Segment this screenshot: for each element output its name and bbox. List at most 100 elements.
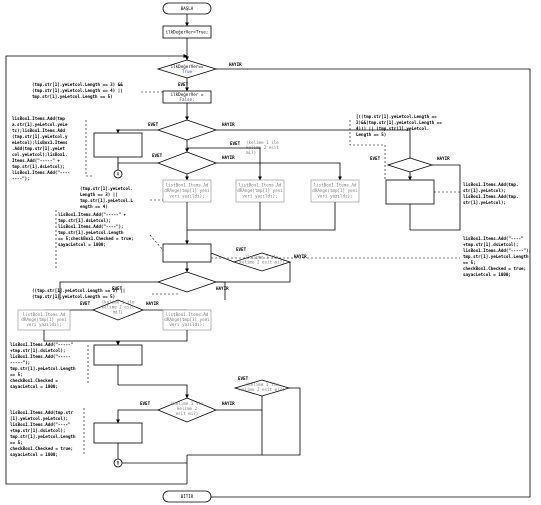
svg-text:HAYIR: HAYIR: [222, 401, 235, 406]
add-box-4: listBox1.Items.Ad dRAnge(tmp[1] yeni ver…: [17, 309, 71, 331]
svg-text:(kelime 1 ile: (kelime 1 ile: [246, 140, 279, 145]
bottom-action-box: B: [93, 422, 188, 484]
svg-text:tmp.str[1].dsLetcol);: tmp.str[1].dsLetcol);: [58, 218, 111, 223]
svg-text:eLetcol);lisBox1.Items: eLetcol);lisBox1.Items: [12, 140, 68, 145]
mid-action-box: [162, 243, 212, 263]
svg-text:dRAnge(tmp[1] yeni: dRAnge(tmp[1] yeni: [312, 188, 358, 193]
svg-text:BİTİR: BİTİR: [181, 494, 194, 499]
svg-text:+tmp.str[1].dsLetcol);: +tmp.str[1].dsLetcol);: [10, 348, 65, 353]
svg-text:HAYIR: HAYIR: [437, 156, 450, 161]
svg-text:kelime 2: kelime 2: [177, 406, 198, 411]
set-false-box: ilkDeğerVer = False;: [162, 90, 212, 104]
svg-text:lisBox1.Items.Add("-----");: lisBox1.Items.Add("-----");: [463, 248, 531, 253]
cond-bottom-edges: [116, 387, 301, 456]
note-right-box2: lisBox1.Items.Add("----" +tmp.str[1].dsL…: [211, 236, 531, 277]
svg-text:HAYIR: HAYIR: [146, 301, 159, 306]
svg-text:kelime 2 esit: kelime 2 esit: [246, 145, 279, 150]
svg-text:(tmp.str[1].yeLetcol.: (tmp.str[1].yeLetcol.: [80, 186, 133, 191]
svg-text:lisBox1.Items.Add("----");: lisBox1.Items.Add("----");: [58, 224, 124, 229]
svg-text:Length == 3) ||: Length == 3) ||: [80, 192, 118, 197]
svg-text:.Add(tmp.str[1].yeLet: .Add(tmp.str[1].yeLet: [12, 146, 65, 151]
add-box-2: listBox1.Items.Ad dRAnge(tmp[1] yeni ver…: [235, 179, 285, 203]
svg-text:listBox1.Items.Ad: listBox1.Items.Ad: [166, 183, 209, 188]
svg-text:EVET: EVET: [80, 301, 91, 306]
svg-text:sayacLetcol = 1000;: sayacLetcol = 1000;: [10, 384, 58, 389]
svg-text:tmp.str[1].yeLetcol.Length ==: tmp.str[1].yeLetcol.Length == 5): [32, 94, 113, 99]
svg-text:checkBox1.Checked =: checkBox1.Checked =: [10, 378, 58, 383]
svg-text:ilkDeğerVer=True;: ilkDeğerVer=True;: [166, 30, 209, 35]
svg-text:ilkDeğerVer==: ilkDeğerVer==: [171, 64, 204, 69]
svg-text:== 5;: == 5;: [10, 372, 23, 377]
svg-text:== 5;checkBox1.Checked = true;: == 5;checkBox1.Checked = true;: [58, 236, 134, 241]
svg-text:dRAnge(tmp[1] yeni: dRAnge(tmp[1] yeni: [164, 188, 210, 193]
svg-text:lisBox1.Items.Add(tmp: lisBox1.Items.Add(tmp: [12, 116, 65, 121]
svg-text:(tmp.str[1].yeLetcol.Length ==: (tmp.str[1].yeLetcol.Length == 4) ||: [32, 88, 123, 93]
svg-text:checkBox1.Checked = true;: checkBox1.Checked = true;: [463, 266, 526, 271]
right-action-box: [385, 179, 435, 205]
cond-right: EVET HAYIR: [370, 156, 461, 231]
svg-text:dRAnge(tmp[1] yeni: dRAnge(tmp[1] yeni: [164, 317, 210, 322]
cond-second-edges: [59, 262, 291, 300]
svg-text:kelime 2 esit: kelime 2 esit: [102, 305, 135, 310]
svg-text:(kelime 1 ile: (kelime 1 ile: [171, 401, 204, 406]
svg-text:listBox1.Items.Ad: listBox1.Items.Ad: [23, 312, 66, 317]
svg-text:(kelime 1 ile: (kelime 1 ile: [246, 382, 279, 387]
svg-text:+tmp.str[1].dsLetcol);: +tmp.str[1].dsLetcol);: [10, 428, 65, 433]
svg-text:lisBox1.Items.Add(tmp.: lisBox1.Items.Add(tmp.: [463, 182, 518, 187]
loop-condition: ilkDeğerVer== True HAYIR EVET: [156, 59, 242, 87]
svg-text:sayacLetcol = 1000;: sayacLetcol = 1000;: [463, 272, 511, 277]
svg-text:----");: ----");: [12, 176, 30, 181]
svg-text:EVET: EVET: [152, 153, 163, 158]
svg-text:EVET: EVET: [112, 286, 123, 291]
note-left-mid3: lisBox1.Items.Add("-----" + tmp.str[1].d…: [55, 210, 164, 270]
svg-text:-----");: -----");: [10, 360, 30, 365]
svg-text:(tmp.str[1].yeLetcol.Length ==: (tmp.str[1].yeLetcol.Length == 3) &&: [32, 82, 123, 87]
note-right-box: lisBox1.Items.Add(tmp. str[1].yeLetcol);…: [434, 182, 518, 205]
note-left-bottom: lisBox1.Items.Add(tmp.str [1].yeLetcol.y…: [10, 408, 85, 457]
svg-text:(tmp.str[1].yeLetcol.Length ==: (tmp.str[1].yeLetcol.Length == 5): [32, 294, 115, 299]
svg-text:Length == 5): Length == 5): [356, 132, 386, 137]
row1-merge-edges: [117, 163, 411, 245]
svg-text:lisBox1.Items.Add("-----": lisBox1.Items.Add("-----": [10, 342, 74, 347]
svg-text:str[1].yeLetcol);: str[1].yeLetcol);: [463, 200, 506, 205]
svg-text:+tmp.str[1].dsLetcol);: +tmp.str[1].dsLetcol);: [463, 242, 518, 247]
svg-text:dRAnge(tmp[1] yeni: dRAnge(tmp[1] yeni: [21, 317, 67, 322]
svg-text:checkBox1.Checked = true;: checkBox1.Checked = true;: [10, 446, 73, 451]
svg-text:veri yazıldı);: veri yazıldı);: [317, 194, 352, 199]
svg-text:HAYIR: HAYIR: [294, 254, 307, 259]
svg-text:EVET: EVET: [238, 376, 249, 381]
svg-text:EVET: EVET: [148, 122, 159, 127]
svg-text:HAYIR: HAYIR: [216, 286, 229, 291]
note-left-low: lisBox1.Items.Add("-----" +tmp.str[1].ds…: [10, 342, 89, 389]
svg-text:True: True: [182, 69, 193, 74]
svg-text:== 5;: == 5;: [10, 440, 23, 445]
note-mid: ((tmp.str[1].yeLetcol.Length == 3) || (t…: [32, 288, 180, 299]
svg-text:BAŞLA: BAŞLA: [181, 6, 194, 11]
end-node: BİTİR: [162, 490, 212, 503]
svg-text:ength == 4): ength == 4): [80, 204, 108, 209]
svg-text:listBox1.Items.Ad: listBox1.Items.Ad: [314, 183, 357, 188]
svg-text:str[1].yeLetcol);: str[1].yeLetcol);: [463, 188, 506, 193]
svg-text:[1].yeLetcol.yeLetcol);: [1].yeLetcol.yeLetcol);: [10, 416, 68, 421]
svg-text:EVET: EVET: [140, 401, 151, 406]
svg-text:HAYIR: HAYIR: [229, 62, 242, 67]
svg-text:veri yazıldı);: veri yazıldı);: [169, 322, 204, 327]
svg-text:ilkDeğerVer =: ilkDeğerVer =: [171, 92, 204, 97]
svg-text:[((tmp.str[1].yeLetcol.Length: [((tmp.str[1].yeLetcol.Length ==: [356, 114, 437, 119]
svg-text:(tmp.str[1].yeLetcol.y: (tmp.str[1].yeLetcol.y: [12, 134, 68, 139]
svg-text:veri yazıldı);: veri yazıldı);: [242, 194, 277, 199]
cond-bottom: (kelime 1 ile kelime 2 esit mi?) EVET HA…: [140, 397, 235, 423]
svg-text:mi?): mi?): [246, 150, 256, 155]
cond-inner-1-edges: [118, 147, 342, 181]
svg-text:listBox1.Items.Ad: listBox1.Items.Ad: [166, 312, 209, 317]
svg-text:4))) || (tmp.str[1].yeLetcol.: 4))) || (tmp.str[1].yeLetcol.: [356, 126, 429, 131]
svg-text:HAYIR: HAYIR: [222, 122, 235, 127]
svg-text:veri yazıldı);: veri yazıldı);: [169, 194, 204, 199]
add-box-1: listBox1.Items.Ad dRAnge(tmp[1] yeni ver…: [162, 179, 212, 203]
svg-text:tmp.str[1].yeLetcol.Length: tmp.str[1].yeLetcol.Length: [10, 366, 76, 371]
svg-text:HAYIR: HAYIR: [222, 155, 235, 160]
svg-text:lisBox1.Items.Add("----": lisBox1.Items.Add("----": [10, 422, 71, 427]
svg-text:(kelime 1 ile: (kelime 1 ile: [102, 300, 135, 305]
svg-text:mi?): mi?): [113, 310, 123, 315]
svg-text:EVET: EVET: [370, 156, 381, 161]
